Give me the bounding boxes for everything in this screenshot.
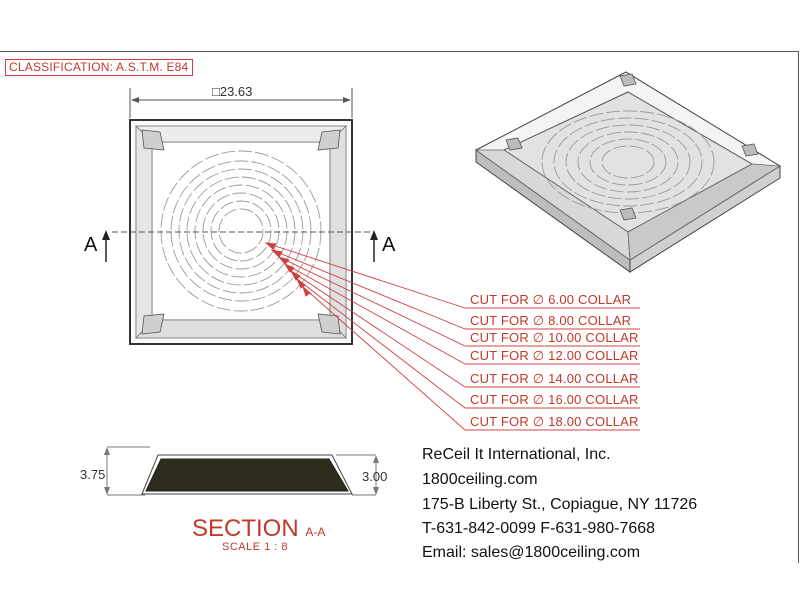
section-right-height: 3.00 <box>362 469 388 484</box>
cut-label-18: CUT FOR ∅ 18.00 COLLAR <box>470 414 639 429</box>
company-name: ReCeil It International, Inc. <box>422 446 611 463</box>
company-website: 1800ceiling.com <box>422 471 538 488</box>
company-address: 175-B Liberty St., Copiague, NY 11726 <box>422 496 698 513</box>
cut-label-8: CUT FOR ∅ 8.00 COLLAR <box>470 313 632 328</box>
section-a-a <box>104 446 379 496</box>
classification-label: CLASSIFICATION: A.S.T.M. E84 <box>5 59 193 76</box>
width-dimension: □23.63 <box>212 84 253 99</box>
collar-leader-lines <box>264 242 640 431</box>
isometric-view <box>474 71 782 273</box>
section-scale: SCALE 1 : 8 <box>222 541 289 553</box>
cut-label-14: CUT FOR ∅ 14.00 COLLAR <box>470 371 639 386</box>
company-phone-fax: T-631-842-0099 F-631-980-7668 <box>422 520 656 537</box>
section-title-main: SECTION <box>192 515 299 542</box>
plan-view <box>102 88 378 345</box>
cut-label-12: CUT FOR ∅ 12.00 COLLAR <box>470 348 639 363</box>
cut-label-10: CUT FOR ∅ 10.00 COLLAR <box>470 330 639 345</box>
section-title: SECTION A-A <box>192 515 325 543</box>
drawing-border <box>0 51 799 563</box>
company-email: Email: sales@1800ceiling.com <box>422 544 641 561</box>
cut-label-6: CUT FOR ∅ 6.00 COLLAR <box>470 292 632 307</box>
section-mark-left: A <box>84 234 98 256</box>
section-title-suffix: A-A <box>305 525 326 539</box>
section-mark-right: A <box>382 234 396 256</box>
cut-label-16: CUT FOR ∅ 16.00 COLLAR <box>470 392 639 407</box>
section-left-height: 3.75 <box>80 467 106 482</box>
